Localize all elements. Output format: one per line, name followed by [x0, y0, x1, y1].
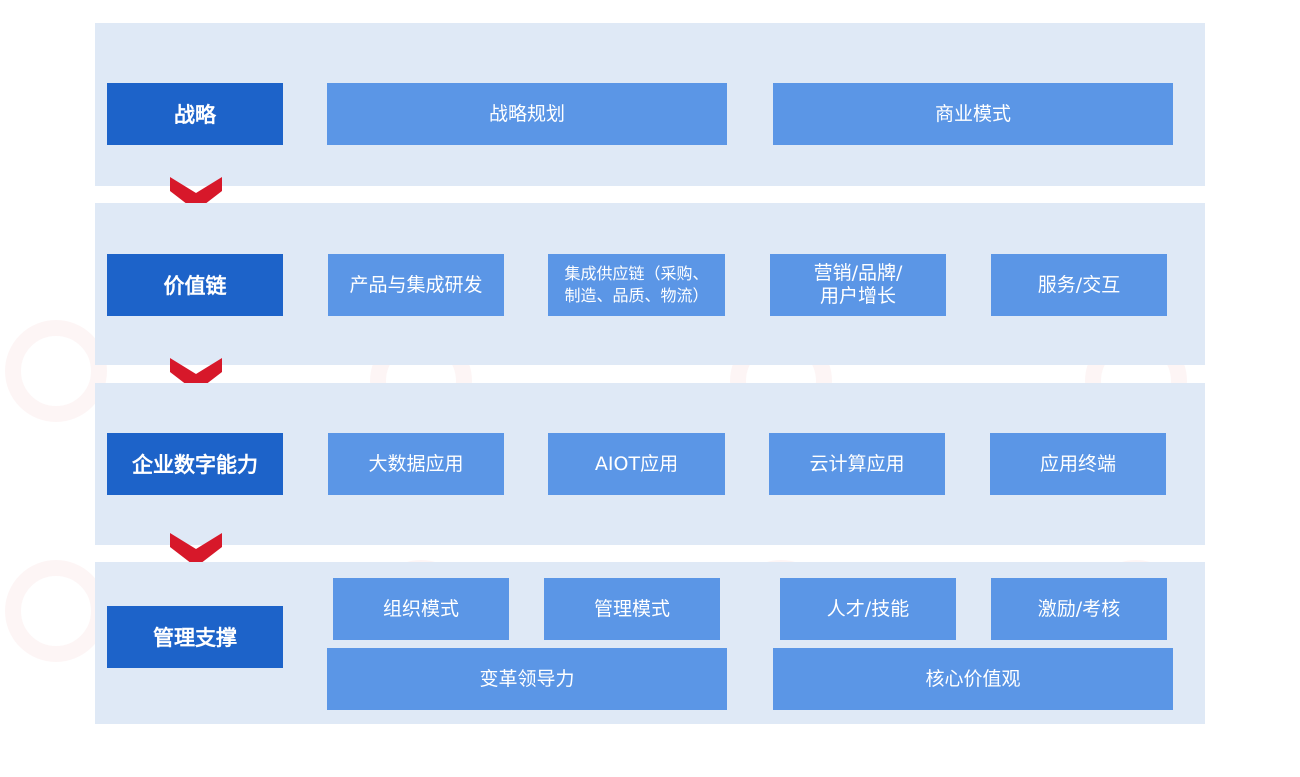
- cell-cloud-computing: 云计算应用: [769, 433, 945, 495]
- cell-organization-model: 组织模式: [333, 578, 509, 640]
- cell-strategy-planning: 战略规划: [327, 83, 727, 145]
- cell-application-terminal: 应用终端: [990, 433, 1166, 495]
- cell-supply-chain: 集成供应链（采购、 制造、品质、物流）: [548, 254, 725, 316]
- chevron-down-icon: [170, 533, 222, 567]
- cell-management-model: 管理模式: [544, 578, 720, 640]
- cell-incentive-assessment: 激励/考核: [991, 578, 1167, 640]
- cell-change-leadership: 变革领导力: [327, 648, 727, 710]
- cell-aiot: AIOT应用: [548, 433, 725, 495]
- cell-core-values: 核心价值观: [773, 648, 1173, 710]
- watermark-seal: [5, 320, 107, 422]
- chevron-down-icon: [170, 177, 222, 211]
- cell-marketing-brand: 营销/品牌/ 用户增长: [770, 254, 946, 316]
- cell-big-data: 大数据应用: [328, 433, 504, 495]
- chevron-down-icon: [170, 358, 222, 392]
- cell-talent-skills: 人才/技能: [780, 578, 956, 640]
- row-label-management-support: 管理支撑: [107, 606, 283, 668]
- row-label-strategy: 战略: [107, 83, 283, 145]
- cell-business-model: 商业模式: [773, 83, 1173, 145]
- row-label-digital-capability: 企业数字能力: [107, 433, 283, 495]
- watermark-seal: [5, 560, 107, 662]
- cell-service-interaction: 服务/交互: [991, 254, 1167, 316]
- row-label-value-chain: 价值链: [107, 254, 283, 316]
- cell-product-rd: 产品与集成研发: [328, 254, 504, 316]
